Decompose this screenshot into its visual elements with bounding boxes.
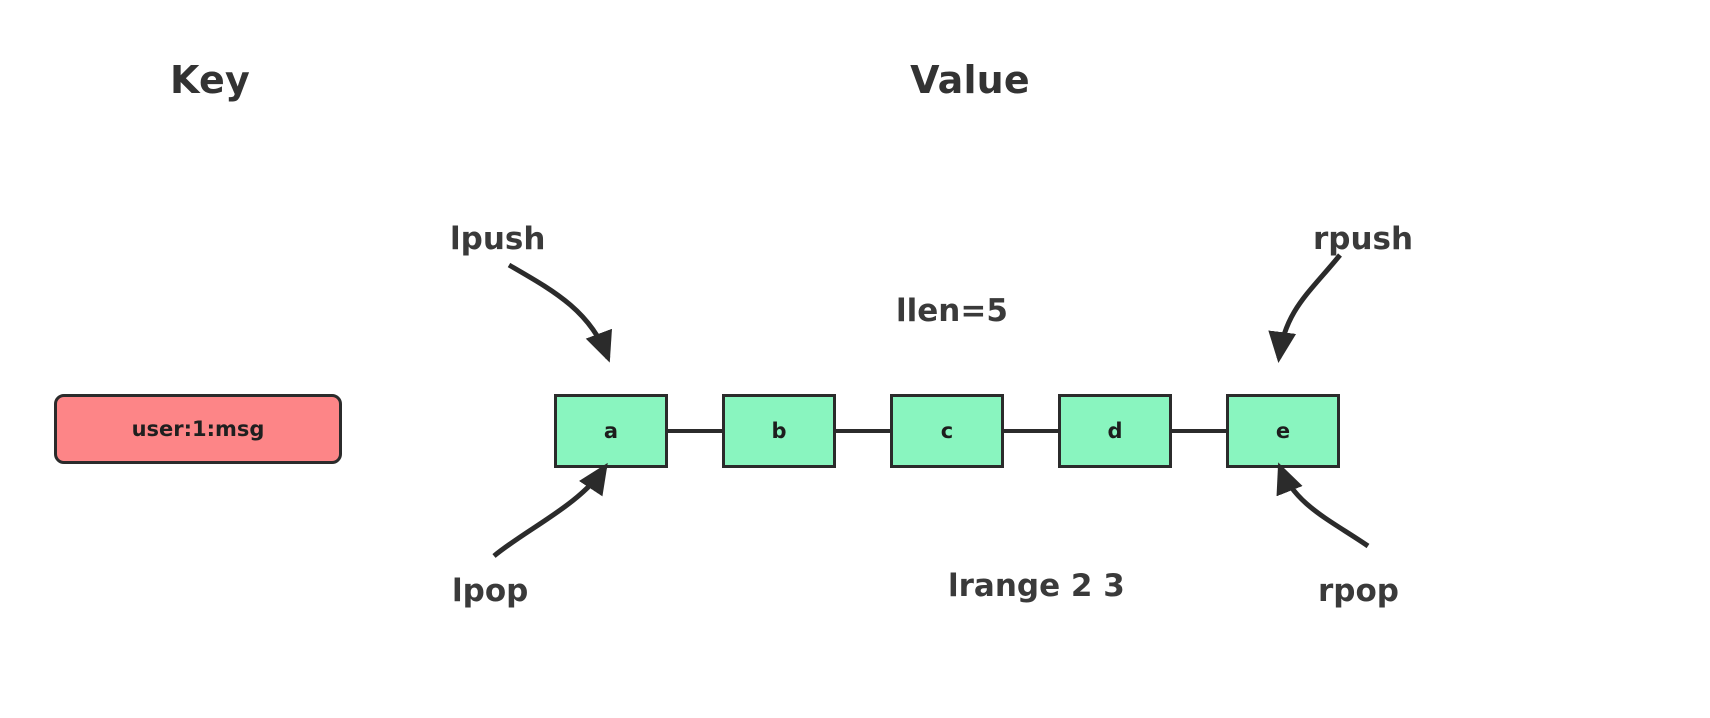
lpush-label: lpush [450,221,546,257]
rpop-label: rpop [1318,573,1399,609]
rpush-label: rpush [1313,221,1414,257]
rpush-arrow [1268,253,1342,363]
lpop-label: lpop [452,573,529,609]
lrange-annotation: lrange 2 3 [948,568,1125,604]
lpop-arrow [492,462,608,558]
list-node-d: d [1058,394,1172,468]
list-node-e: e [1226,394,1340,468]
lpush-arrow [507,262,612,363]
list-node-b: b [722,394,836,468]
llen-annotation: llen=5 [896,293,1008,329]
value-column-title: Value [910,58,1030,102]
key-node-user-1-msg: user:1:msg [54,394,342,464]
list-node-c: c [890,394,1004,468]
key-column-title: Key [170,58,250,102]
rpop-arrow [1276,462,1370,549]
list-node-a: a [554,394,668,468]
